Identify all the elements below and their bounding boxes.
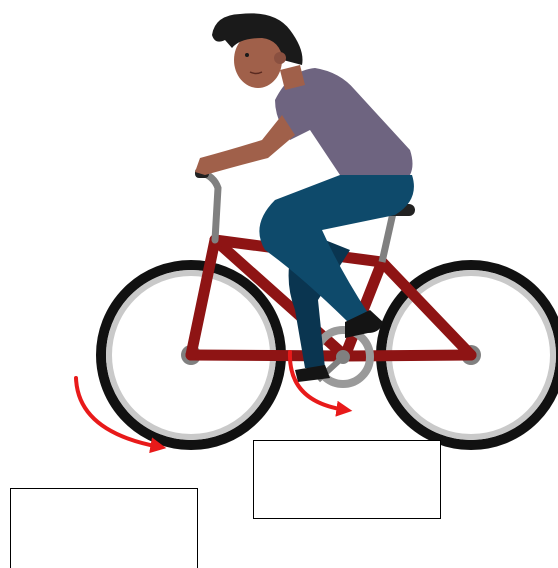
rider-arm [195,115,295,175]
rider-ear [274,52,286,64]
handlebar [200,172,218,240]
label-box-left [10,488,198,568]
seat-post [382,213,393,262]
label-box-right [253,440,441,519]
